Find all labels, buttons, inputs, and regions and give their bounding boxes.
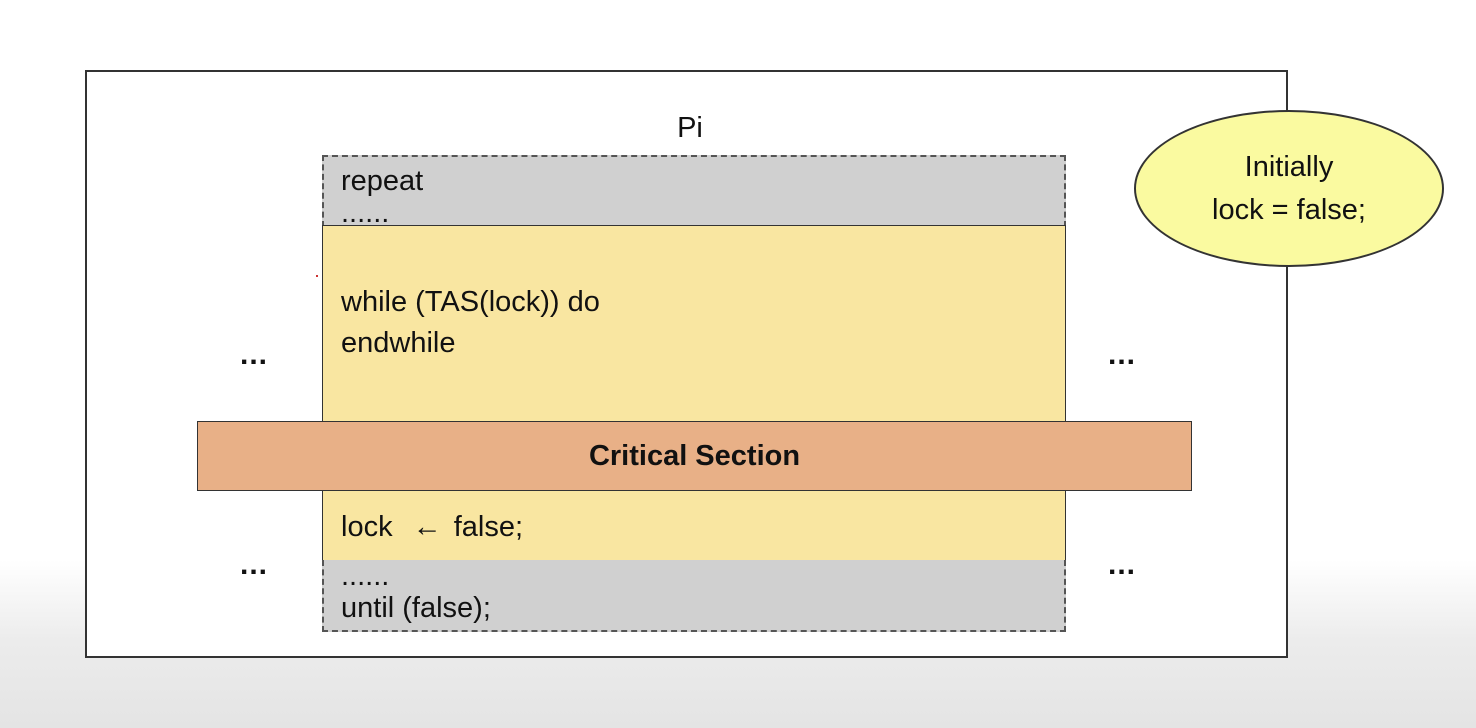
initial-condition-note: Initially lock = false; bbox=[1134, 110, 1444, 267]
note-line-lock-false: lock = false; bbox=[1212, 193, 1366, 226]
entry-ellipsis-line: ...... bbox=[341, 197, 390, 229]
false-value: false; bbox=[453, 511, 524, 543]
critical-section-label: Critical Section bbox=[588, 439, 801, 472]
lock-release-line: lock ← false; bbox=[341, 513, 523, 542]
right-dots-lower: ... bbox=[1108, 548, 1137, 581]
assign-arrow-icon: ← bbox=[412, 511, 442, 543]
entry-code-block bbox=[322, 225, 1066, 425]
remainder-section-block bbox=[322, 560, 1066, 632]
remainder-ellipsis-line: ...... bbox=[341, 560, 390, 592]
exit-code-block bbox=[322, 488, 1066, 562]
stray-mark bbox=[316, 275, 318, 277]
left-dots-upper: ... bbox=[240, 338, 269, 371]
entry-section-block bbox=[322, 155, 1066, 227]
until-line: until (false); bbox=[341, 592, 491, 624]
endwhile-line: endwhile bbox=[341, 327, 456, 359]
lock-variable: lock bbox=[341, 511, 393, 543]
critical-section-bar: Critical Section bbox=[197, 421, 1192, 491]
process-label: Pi bbox=[677, 112, 703, 144]
repeat-line: repeat bbox=[341, 165, 424, 197]
right-dots-upper: ... bbox=[1108, 338, 1137, 371]
while-line: while (TAS(lock)) do bbox=[341, 286, 600, 318]
left-dots-lower: ... bbox=[240, 548, 269, 581]
note-line-initially: Initially bbox=[1244, 151, 1334, 184]
